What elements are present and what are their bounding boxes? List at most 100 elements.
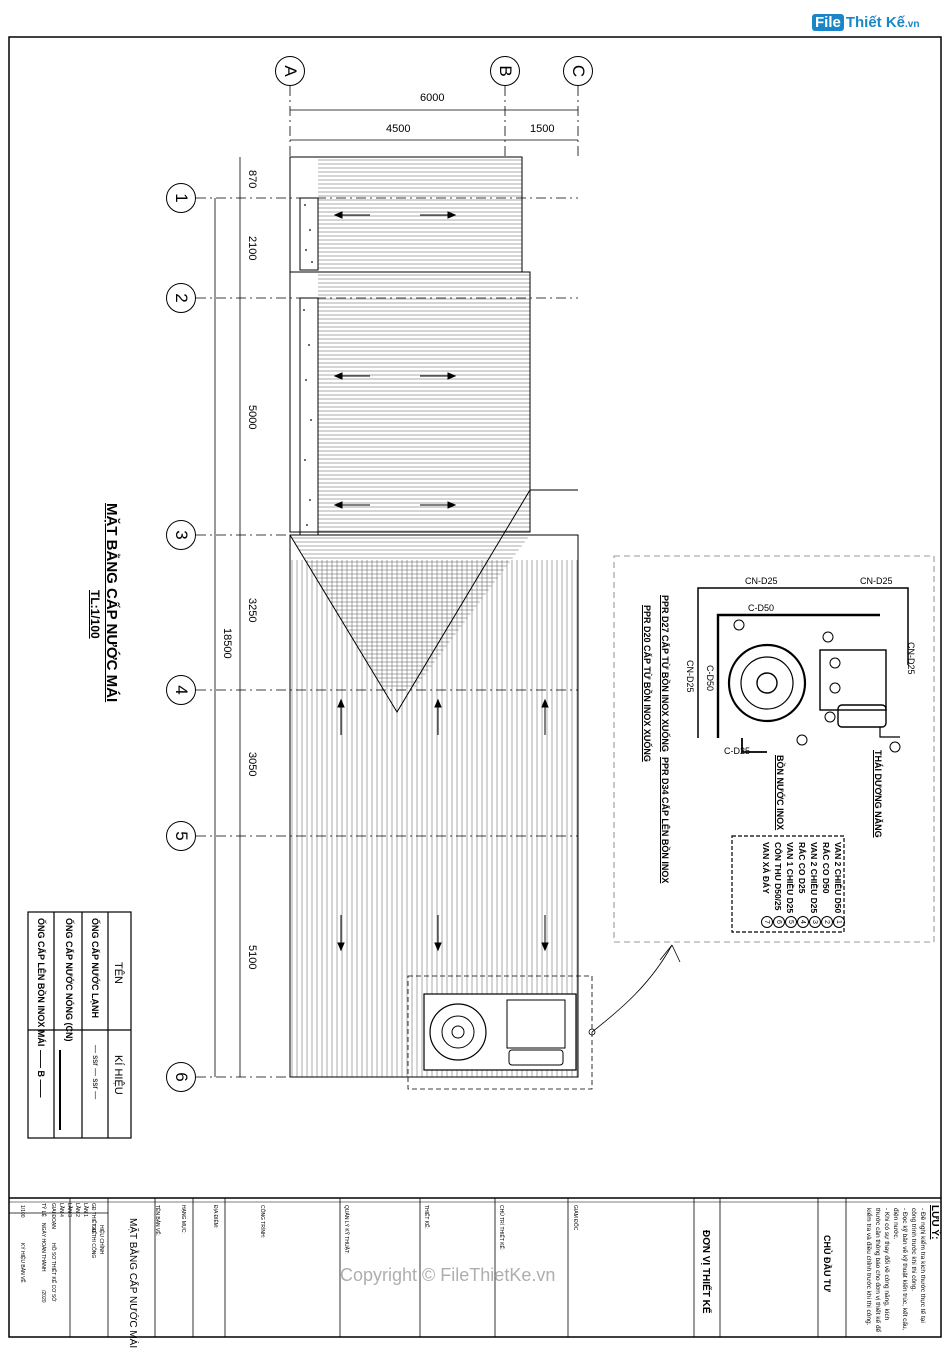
logo-mark: File [812, 14, 844, 31]
gravel-dot [305, 249, 307, 251]
tb-design: THIẾT KẾ: [423, 1205, 429, 1229]
tb-item: HẠNG MỤC: [180, 1205, 186, 1234]
tb-scale-label: TỶ LỆ [40, 1203, 46, 1217]
dimension-text: 5100 [246, 945, 258, 970]
symbol-row-symbol: — ssr — ssr — [91, 1045, 100, 1100]
tb-sheet-name: MẶT BẰNG CẤP NƯỚC MÁI [127, 1218, 138, 1349]
slope-arrows [333, 211, 549, 952]
symbol-row-name: ỐNG CẤP NƯỚC NÓNG (CN) [64, 918, 74, 1042]
grid-bubble-1: 1 [166, 183, 196, 213]
roof-outline [289, 156, 579, 1078]
notes-heading: LƯU Ý: [929, 1205, 940, 1240]
roof-hatching [291, 159, 578, 1077]
tb-director: GIÁM ĐỐC [572, 1205, 578, 1231]
grid-lines [196, 86, 579, 1078]
tb-scale: 1/100 [19, 1205, 25, 1218]
legend-item-number: 1 [833, 916, 845, 928]
symbol-row-symbol: —— B —— [36, 1050, 46, 1098]
dimension-text: 6000 [420, 92, 445, 104]
gravel-dot [311, 261, 313, 263]
gravel-dot [309, 229, 311, 231]
tb-qc: QUẢN LÝ KỸ THUẬT: [343, 1205, 349, 1254]
logo-domain: .vn [905, 19, 920, 30]
legend-item-number: 3 [809, 916, 821, 928]
gravel-dot [309, 499, 311, 501]
dimension-text: 3050 [246, 752, 258, 777]
symbol-table-frame [27, 911, 132, 1139]
gravel-dot [310, 419, 312, 421]
tb-lead: CHỦ TRÌ THIẾT KẾ: [498, 1205, 504, 1251]
grid-bubble-A: A [275, 56, 305, 86]
sheet-border [8, 36, 942, 1338]
note-line: kiểm tra và điều chỉnh trước khi thi côn… [865, 1208, 872, 1326]
tb-date: /2020 [40, 1290, 46, 1303]
dimension-lines [214, 109, 578, 1077]
gravel-dot [306, 524, 308, 526]
legend-item-text: CÔN THU D50/25 [773, 842, 783, 911]
drawing-scale: TL:1/100 [88, 590, 102, 639]
pipe-note: PPR D34 CẤP LÊN BỒN INOX [660, 757, 670, 884]
note-line: điện nước. [892, 1208, 899, 1240]
title-block-frame [9, 1198, 847, 1337]
legend-item-text: RẮC CO D50 [821, 842, 831, 894]
tb-project: CÔNG TRÌNH: [259, 1205, 265, 1238]
legend-item-text: RẮC CO D25 [797, 842, 807, 894]
dimension-text: 1500 [530, 123, 555, 135]
legend-item-number: 7 [761, 916, 773, 928]
grid-bubble-C: C [563, 56, 593, 86]
gravel-dot [304, 204, 306, 206]
dimension-text: 2100 [246, 236, 258, 261]
pipe-label: CN-D25 [906, 642, 916, 675]
grid-bubble-B: B [490, 56, 520, 86]
tb-sheet-label: TÊN BẢN VẼ: [154, 1205, 160, 1237]
pipe-label: CN-D25 [685, 660, 695, 693]
solar-label: THÁI DƯƠNG NĂNG [873, 750, 883, 838]
watermark: Copyright © FileThietKe.vn [340, 1265, 556, 1285]
tb-rev-4: LẦN 4 [58, 1203, 64, 1217]
tb-rev-3: LẦN 3 [66, 1203, 72, 1217]
grid-bubble-2: 2 [166, 283, 196, 313]
tb-designer-unit: ĐƠN VỊ THIẾT KẾ [700, 1230, 711, 1314]
gravel-dot [303, 309, 305, 311]
roof-tank-area [407, 944, 673, 1090]
tb-phase: GIAI ĐOẠN [50, 1203, 56, 1229]
symbol-row-name: ỐNG CẤP NƯỚC LẠNH [90, 918, 100, 1018]
grid-bubble-4: 4 [166, 675, 196, 705]
tb-basic: HỒ SƠ THIẾT KẾ CƠ SỞ [50, 1243, 56, 1302]
tb-construct: GĐ THI CÔNG [90, 1225, 96, 1259]
pipe-label: C-D25 [724, 746, 751, 756]
dimension-text: 3250 [246, 598, 258, 623]
dimension-text: 870 [246, 170, 258, 189]
legend-item-text: VAN 1 CHIỀU D25 [785, 842, 795, 914]
tb-date-label: NGÀY HOÀN THÀNH [40, 1223, 46, 1272]
tb-owner: CHỦ ĐẦU TƯ [822, 1235, 832, 1292]
pipe-label: C-D50 [705, 665, 715, 692]
pipe-label: CN-D25 [860, 576, 893, 586]
note-line: - Đề nghị kiểm tra kích thước thực tế tạ… [919, 1208, 926, 1323]
gravel-dot [305, 379, 307, 381]
note-line: công trình trước khi thi công. [910, 1208, 917, 1292]
tank-label: BỒN NƯỚC INOX [775, 755, 785, 831]
drawing-title: MẶT BẰNG CẤP NƯỚC MÁI [103, 503, 120, 703]
logo-text: Thiết Kế [845, 14, 906, 31]
legend-item-number: 6 [773, 916, 785, 928]
note-line: - Khi có sự thay đổi về công năng, kích [883, 1208, 890, 1321]
grid-bubble-5: 5 [166, 821, 196, 851]
gravel-dot [308, 344, 310, 346]
tb-code-label: KÝ HIỆU BẢN VẼ [19, 1243, 25, 1283]
legend-item-text: VAN XẢ ĐÁY [761, 842, 771, 894]
tb-rev-2: LẦN 2 [74, 1203, 80, 1217]
symbol-header-name: TÊN [112, 962, 124, 984]
legend-item-text: VAN 2 CHIỀU D50 [833, 842, 843, 914]
dimension-text: 5000 [246, 405, 258, 430]
grid-bubble-6: 6 [166, 1062, 196, 1092]
pipe-note: PPR D20 CẤP TỪ BỒN INOX XUỐNG [642, 605, 652, 762]
dimension-text: 4500 [386, 123, 411, 135]
note-line: - Đọc kỹ bản vẽ kỹ thuật kiến trúc, kết … [901, 1208, 908, 1331]
pipe-note: PPR D27 CẤP TỪ BỒN INOX XUỐNG [660, 595, 670, 752]
legend-item-number: 2 [821, 916, 833, 928]
gravel-dot [304, 459, 306, 461]
